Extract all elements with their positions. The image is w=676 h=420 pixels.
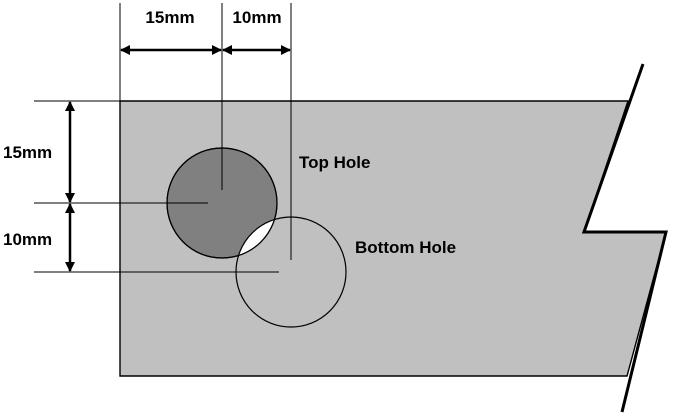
- dimension-label-horizontal-1: 15mm: [145, 8, 194, 27]
- break-line: [581, 63, 668, 413]
- dimension-label-horizontal-2: 10mm: [232, 8, 281, 27]
- dimension-label-vertical-2: 10mm: [3, 230, 52, 249]
- dimension-label-vertical-1: 15mm: [3, 143, 52, 162]
- bottom-hole-label: Bottom Hole: [355, 238, 456, 257]
- top-hole-label: Top Hole: [299, 153, 370, 172]
